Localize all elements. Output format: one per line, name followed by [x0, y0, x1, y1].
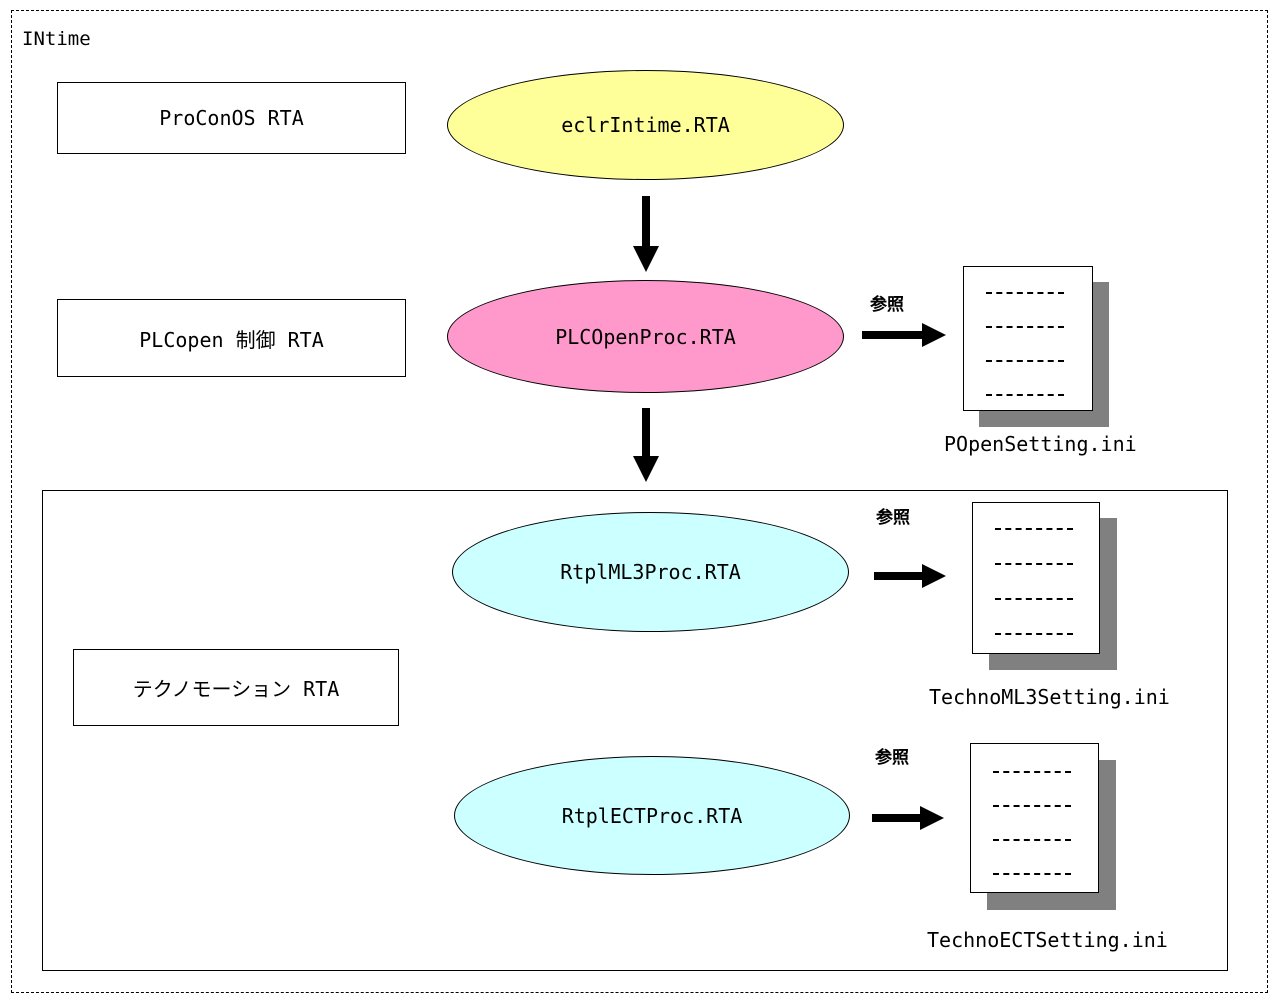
arrow-down-2 [633, 408, 659, 482]
ml3-process-label: RtplML3Proc.RTA [560, 560, 741, 584]
file-name: POpenSetting.ini [944, 432, 1137, 456]
eclr-process-ellipse: eclrIntime.RTA [447, 70, 844, 180]
techno-motion-group [42, 490, 1228, 971]
plcopen-process-ellipse: PLCOpenProc.RTA [447, 280, 844, 393]
reference-label-3: 参照 [875, 748, 909, 768]
file-name: TechnoECTSetting.ini [927, 928, 1168, 952]
intime-region [11, 10, 1268, 993]
document-icon [970, 743, 1099, 893]
proconos-label: ProConOS RTA [159, 106, 304, 130]
plcopen-control-label: PLCopen 制御 RTA [139, 327, 324, 352]
arrow-right-1 [862, 323, 946, 347]
ect-process-ellipse: RtplECTProc.RTA [454, 756, 850, 875]
file-name: TechnoML3Setting.ini [929, 685, 1170, 709]
document-icon [963, 266, 1093, 411]
arrow-right-2 [874, 564, 946, 588]
eclr-process-label: eclrIntime.RTA [561, 113, 730, 137]
document-icon [972, 502, 1100, 654]
proconos-box: ProConOS RTA [57, 82, 406, 154]
techno-motion-box: テクノモーション RTA [73, 649, 399, 726]
plcopen-process-label: PLCOpenProc.RTA [555, 324, 736, 349]
techno-motion-label: テクノモーション RTA [132, 677, 340, 701]
plcopen-control-box: PLCopen 制御 RTA [57, 299, 406, 377]
arrow-right-3 [872, 806, 944, 830]
region-label: INtime [22, 28, 91, 50]
reference-label-2: 参照 [876, 508, 910, 528]
ect-process-label: RtplECTProc.RTA [561, 803, 743, 828]
ml3-process-ellipse: RtplML3Proc.RTA [452, 512, 849, 632]
arrow-down-1 [633, 196, 659, 272]
reference-label-1: 参照 [870, 295, 904, 315]
